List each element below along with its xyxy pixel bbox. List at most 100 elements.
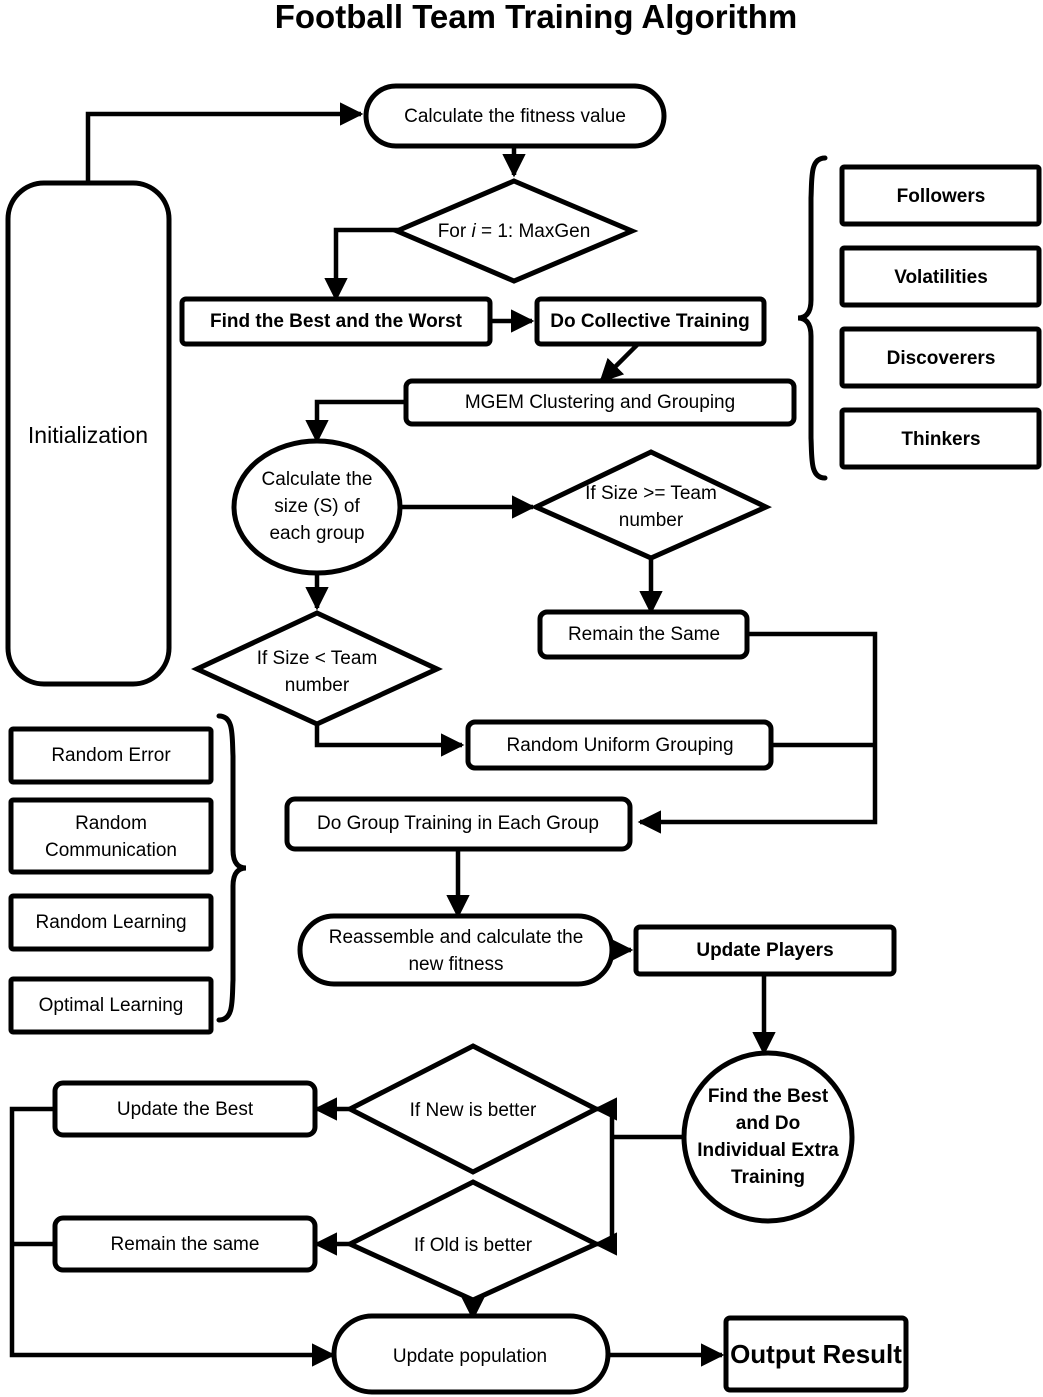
node-mgem-clustering[interactable]: MGEM Clustering and Grouping — [403, 378, 797, 427]
optimal-learning-shape[interactable] — [8, 976, 214, 1035]
random-error-label: Random Error — [51, 745, 171, 766]
role-item-volatilities[interactable]: Volatilities — [839, 245, 1042, 308]
update-the-best-shape[interactable] — [52, 1080, 318, 1138]
random-communication-shape[interactable] — [8, 797, 214, 875]
if-old-better-shape[interactable] — [344, 1179, 602, 1303]
reassemble-label-line-1: Reassemble and calculate the — [329, 927, 584, 948]
remain-the-same-lower-label: Remain the same — [111, 1234, 260, 1255]
do-collective-training-shape[interactable] — [534, 296, 767, 347]
collective-training-brace-icon — [797, 155, 828, 481]
find-best-extra-label-line-1: Find the Best — [708, 1086, 829, 1107]
connector-mgem-to-calculate-size — [305, 399, 406, 444]
thinkers-label: Thinkers — [901, 429, 980, 450]
node-random-uniform-grouping[interactable]: Random Uniform Grouping — [465, 719, 774, 771]
thinkers-shape[interactable] — [839, 407, 1042, 470]
connector-remain-the-same-to-do-group-training — [637, 631, 878, 834]
output-result-label: Output Result — [730, 1339, 902, 1369]
remain-the-same-upper-shape[interactable] — [537, 609, 750, 660]
update-population-shape[interactable] — [331, 1313, 611, 1395]
node-if-new-better[interactable]: If New is better — [344, 1043, 602, 1175]
do-group-training-label: Do Group Training in Each Group — [317, 813, 599, 834]
calculate-size-label-line-3: each group — [269, 523, 364, 544]
do-collective-training-label: Do Collective Training — [550, 311, 750, 332]
random-learning-shape[interactable] — [8, 893, 214, 952]
page-title: Football Team Training Algorithm — [275, 0, 798, 35]
node-find-best-extra-training[interactable]: Find the Best and Do Individual Extra Tr… — [681, 1050, 855, 1224]
volatilities-shape[interactable] — [839, 245, 1042, 308]
followers-shape[interactable] — [839, 164, 1042, 227]
find-best-extra-label-line-4: Training — [731, 1167, 805, 1188]
connector-rail-to-if-old-better — [593, 1137, 618, 1256]
node-update-the-best[interactable]: Update the Best — [52, 1080, 318, 1138]
discoverers-shape[interactable] — [839, 326, 1042, 389]
collective-training-group: Followers Volatilities Discoverers Think… — [797, 155, 1042, 481]
if-size-lt-shape[interactable] — [191, 610, 443, 727]
connector-collective-training-to-mgem — [599, 342, 640, 383]
connector-update-the-best-to-update-population — [9, 1106, 336, 1367]
node-for-loop[interactable]: For i = 1: MaxGen — [390, 178, 639, 284]
calculate-size-shape[interactable] — [231, 438, 403, 576]
role-item-thinkers[interactable]: Thinkers — [839, 407, 1042, 470]
node-if-size-lt[interactable]: If Size < Team number — [191, 610, 443, 727]
if-new-better-shape[interactable] — [344, 1043, 602, 1175]
if-size-lt-label-line-2: number — [285, 675, 350, 696]
node-do-group-training[interactable]: Do Group Training in Each Group — [284, 796, 633, 852]
node-output-result[interactable]: Output Result — [723, 1315, 909, 1393]
initialization-shape[interactable] — [5, 180, 172, 687]
followers-label: Followers — [897, 186, 986, 207]
find-best-extra-label-line-2: and Do — [736, 1113, 800, 1134]
for-loop-shape[interactable] — [390, 178, 639, 284]
calculate-size-label-line-2: size (S) of — [274, 496, 360, 517]
reassemble-shape[interactable] — [297, 913, 615, 987]
remain-the-same-lower-shape[interactable] — [52, 1215, 318, 1273]
mgem-clustering-shape[interactable] — [403, 378, 797, 427]
calculate-fitness-shape[interactable] — [363, 83, 667, 149]
random-uniform-grouping-label: Random Uniform Grouping — [506, 735, 733, 756]
node-remain-the-same-upper[interactable]: Remain the Same — [537, 609, 750, 660]
mgem-clustering-label: MGEM Clustering and Grouping — [465, 392, 735, 413]
connector-if-size-lt-to-random-uniform-grouping — [314, 724, 465, 757]
mechanism-item-optimal-learning[interactable]: Optimal Learning — [8, 976, 214, 1035]
mechanism-item-random-error[interactable]: Random Error — [8, 726, 214, 785]
volatilities-label: Volatilities — [894, 267, 988, 288]
update-players-shape[interactable] — [633, 924, 897, 977]
optimal-learning-label: Optimal Learning — [39, 995, 184, 1016]
node-calculate-size[interactable]: Calculate the size (S) of each group — [231, 438, 403, 576]
group-training-group: Random Error Random Communication Random… — [8, 713, 247, 1035]
node-if-old-better[interactable]: If Old is better — [344, 1179, 602, 1303]
for-loop-label: For i = 1: MaxGen — [438, 221, 591, 242]
node-remain-the-same-lower[interactable]: Remain the same — [52, 1215, 318, 1273]
random-learning-label: Random Learning — [35, 912, 186, 933]
output-result-shape[interactable] — [723, 1315, 909, 1393]
node-update-players[interactable]: Update Players — [633, 924, 897, 977]
random-uniform-grouping-shape[interactable] — [465, 719, 774, 771]
find-best-worst-shape[interactable] — [179, 296, 493, 347]
do-group-training-shape[interactable] — [284, 796, 633, 852]
node-calculate-fitness[interactable]: Calculate the fitness value — [363, 83, 667, 149]
update-the-best-label: Update the Best — [117, 1099, 254, 1120]
random-error-shape[interactable] — [8, 726, 214, 785]
mechanism-item-random-learning[interactable]: Random Learning — [8, 893, 214, 952]
calculate-size-label-line-1: Calculate the — [262, 469, 373, 490]
node-do-collective-training[interactable]: Do Collective Training — [534, 296, 767, 347]
node-if-size-ge[interactable]: If Size >= Team number — [530, 449, 772, 561]
reassemble-label-line-2: new fitness — [408, 954, 503, 975]
remain-the-same-upper-label: Remain the Same — [568, 624, 720, 645]
random-communication-label-line-2: Communication — [45, 840, 177, 861]
random-communication-label-line-1: Random — [75, 813, 147, 834]
role-item-discoverers[interactable]: Discoverers — [839, 326, 1042, 389]
group-training-brace-icon — [216, 713, 247, 1023]
if-size-ge-shape[interactable] — [530, 449, 772, 561]
initialization-label: Initialization — [28, 422, 148, 448]
node-initialization[interactable]: Initialization — [5, 180, 172, 687]
node-update-population[interactable]: Update population — [331, 1313, 611, 1395]
role-item-followers[interactable]: Followers — [839, 164, 1042, 227]
connector-for-loop-to-find-best-worst — [324, 227, 399, 302]
calculate-fitness-label: Calculate the fitness value — [404, 106, 626, 127]
find-best-extra-training-shape[interactable] — [681, 1050, 855, 1224]
if-size-ge-label-line-1: If Size >= Team — [585, 483, 717, 504]
node-reassemble[interactable]: Reassemble and calculate the new fitness — [297, 913, 615, 987]
node-find-best-worst[interactable]: Find the Best and the Worst — [179, 296, 493, 347]
mechanism-item-random-communication[interactable]: Random Communication — [8, 797, 214, 875]
